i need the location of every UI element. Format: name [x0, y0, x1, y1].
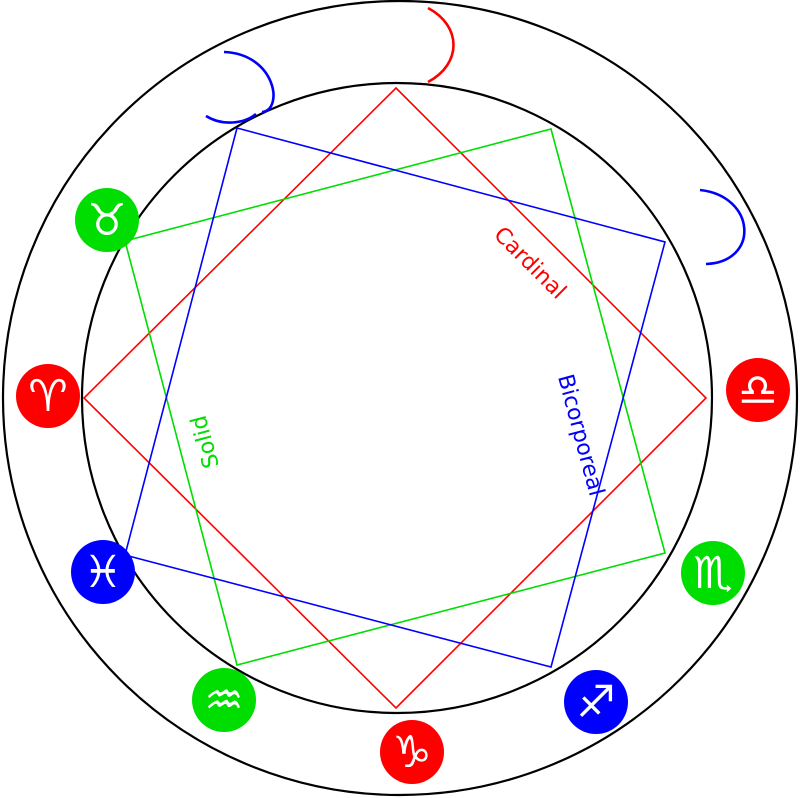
cancer-crescent-icon — [427, 6, 455, 84]
sign-taurus: ♉ — [75, 188, 139, 252]
sign-aquarius: ♒ — [192, 668, 256, 732]
cardinal-square — [82, 86, 708, 710]
aquarius-icon: ♒ — [204, 675, 243, 726]
capricorn-icon: ♑ — [392, 727, 431, 778]
capricorn-disc — [380, 720, 444, 784]
scorpio-disc — [681, 541, 745, 605]
scorpio-icon: ♏ — [693, 548, 732, 599]
sign-aries: ♈ — [16, 364, 80, 428]
aries-disc — [16, 364, 80, 428]
aquarius-disc — [192, 668, 256, 732]
libra-icon: ♎ — [738, 365, 777, 416]
sagittarius-disc — [564, 670, 628, 734]
sign-scorpio: ♏ — [681, 541, 745, 605]
sign-libra: ♎ — [726, 358, 790, 422]
inner-ring — [80, 81, 714, 715]
taurus-icon: ♉ — [87, 195, 126, 246]
solid-square — [124, 128, 666, 666]
bicorporeal-square — [124, 127, 666, 668]
bicorporeal-label: Bicorporeal — [552, 372, 608, 499]
libra-disc — [726, 358, 790, 422]
aries-icon: ♈ — [28, 371, 67, 422]
gemini-crescent-tail-icon — [205, 112, 257, 124]
cardinal-label: Cardinal — [489, 222, 571, 304]
taurus-disc — [75, 188, 139, 252]
virgo-crescent-icon — [699, 188, 746, 266]
pisces-icon: ♓ — [83, 547, 122, 598]
sign-capricorn: ♑ — [380, 720, 444, 784]
gemini-crescent-icon — [223, 50, 275, 114]
sign-pisces: ♓ — [71, 540, 135, 604]
pisces-disc — [71, 540, 135, 604]
sagittarius-icon: ♐ — [576, 677, 615, 728]
solid-label: Solid — [187, 413, 225, 471]
sign-sagittarius: ♐ — [564, 670, 628, 734]
